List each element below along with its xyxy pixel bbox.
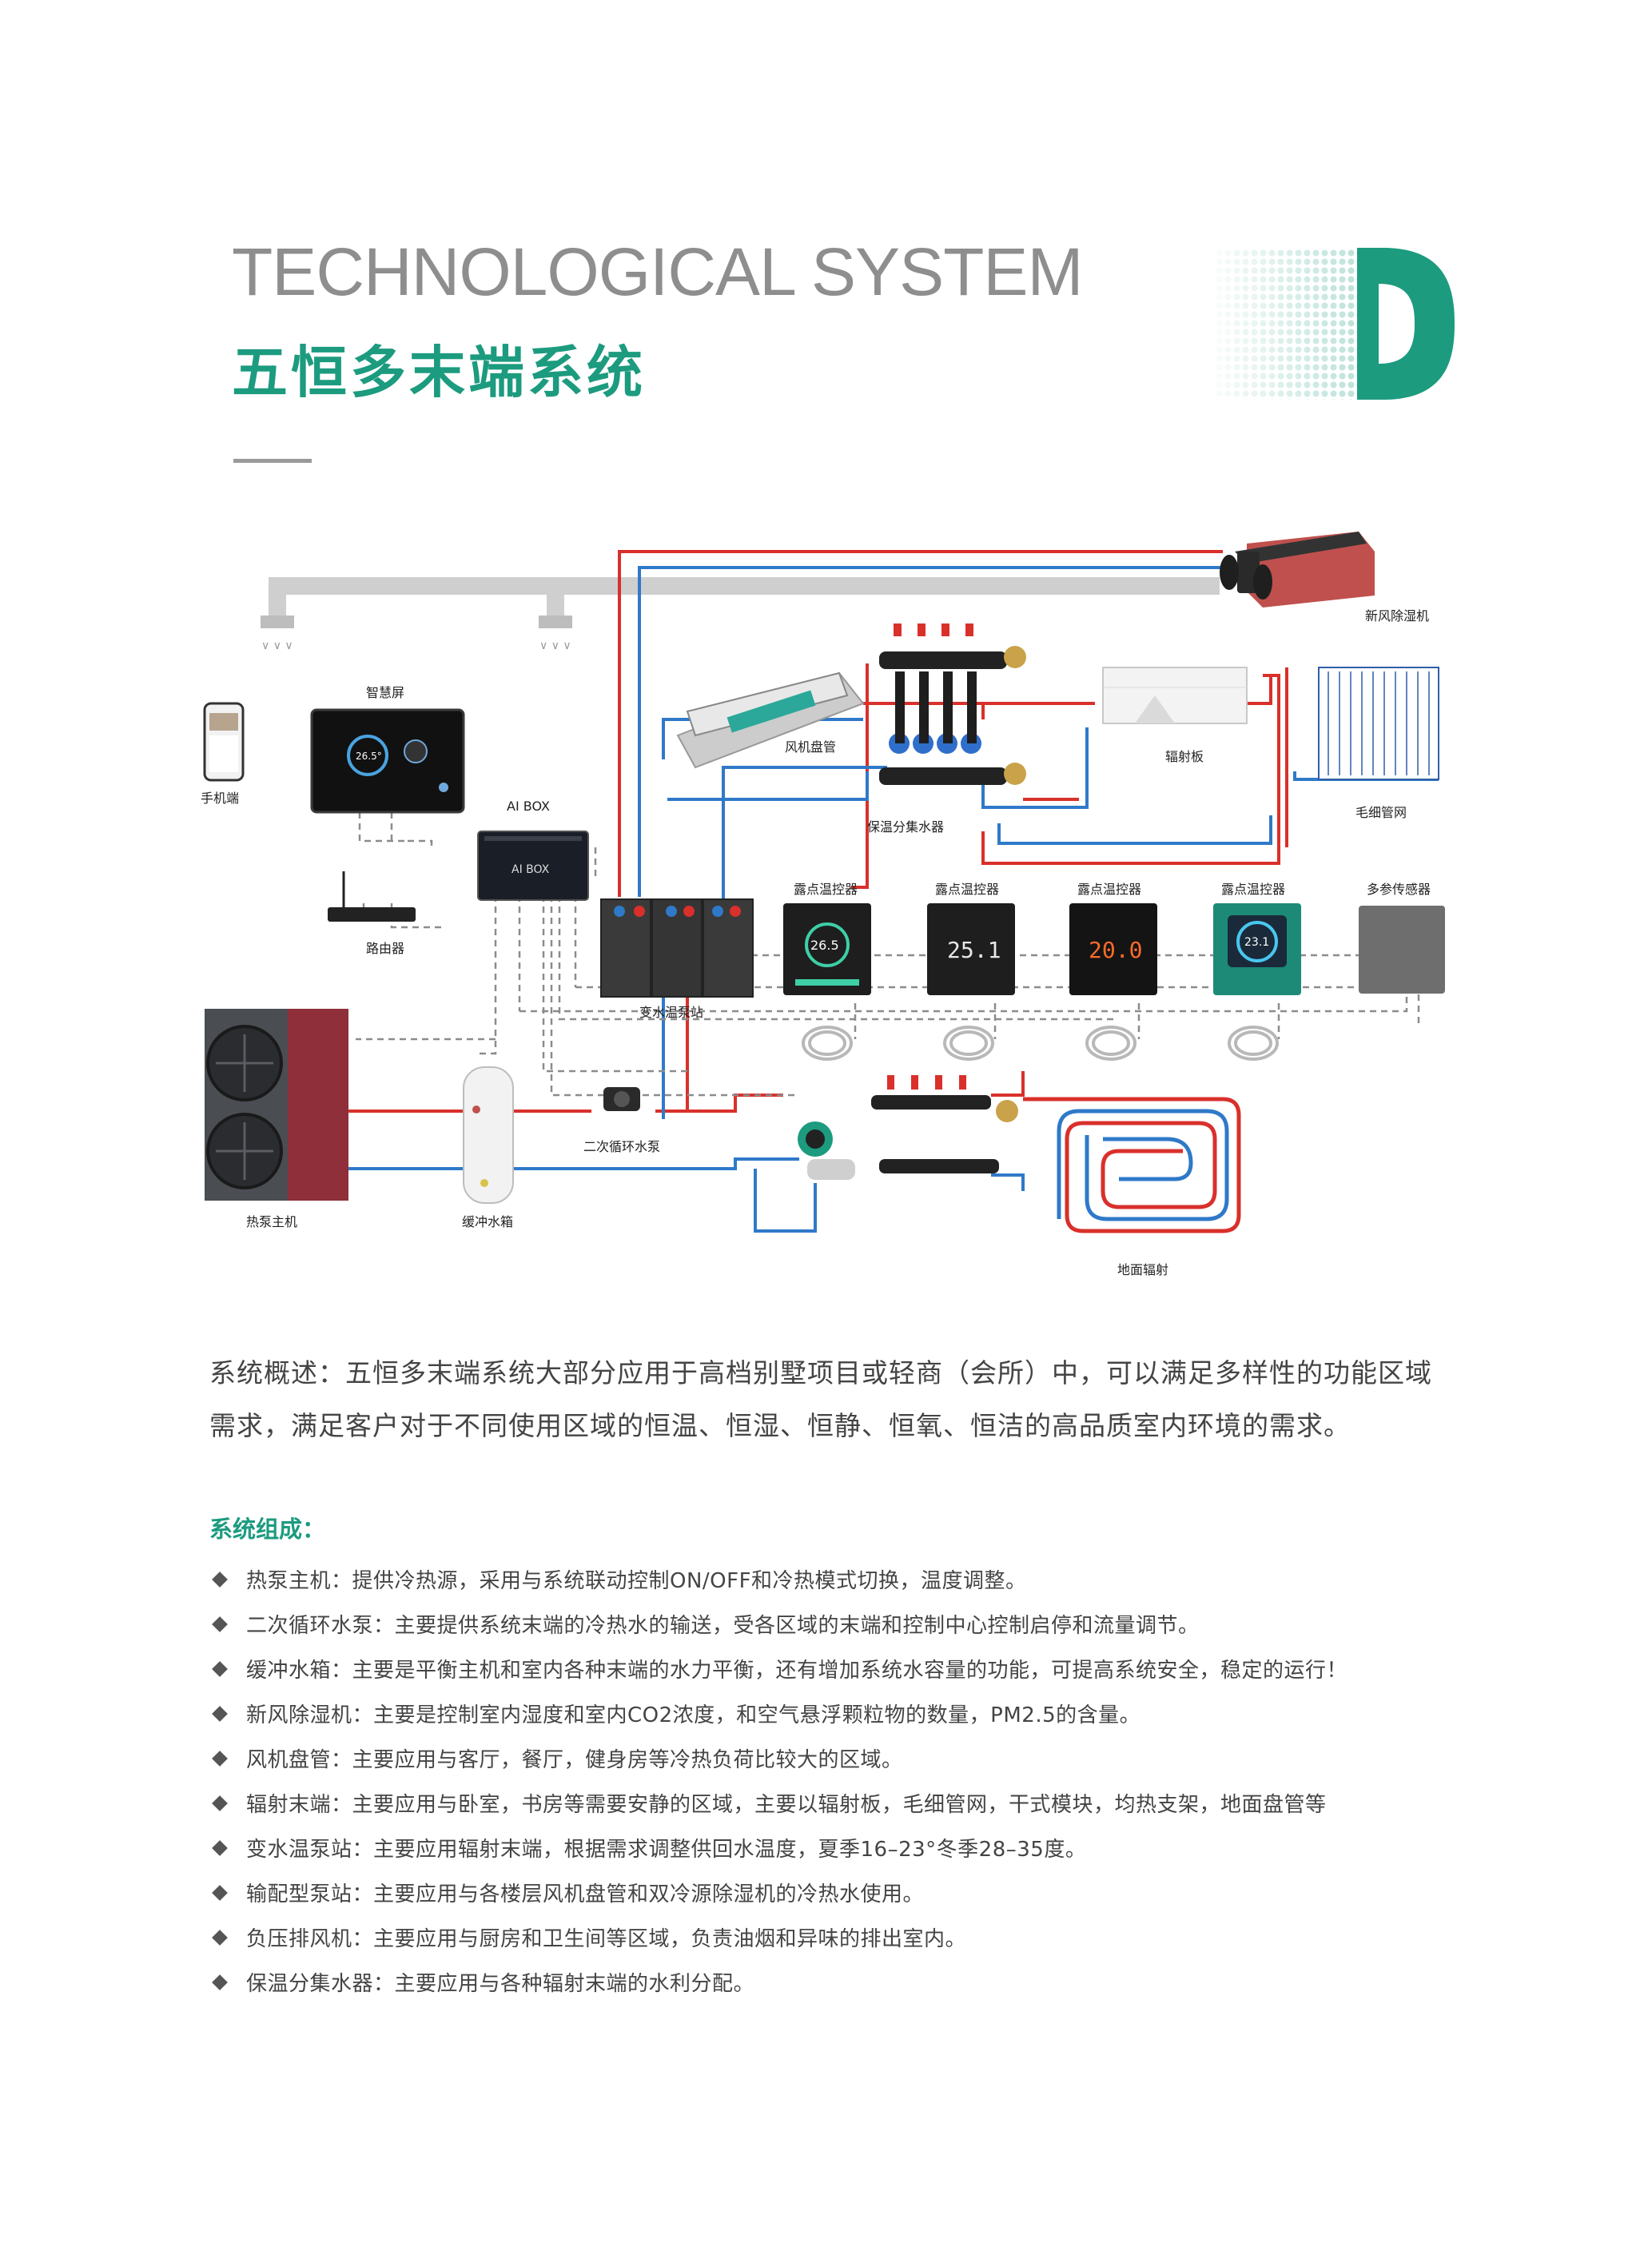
label-fresh-air: 新风除湿机: [1365, 608, 1429, 623]
label-heat-pump: 热泵主机: [246, 1214, 297, 1229]
diamond-bullet-icon: [212, 1795, 228, 1811]
ctrl2-display: 25.1: [947, 937, 1001, 963]
supply-pipes: [348, 550, 1288, 1113]
diamond-bullet-icon: [212, 1840, 228, 1856]
secondary-circulation-pump: 二次循环水泵: [583, 1087, 660, 1154]
list-item: 保温分集水器：主要应用与各种辐射末端的水利分配。: [209, 1962, 1347, 2006]
diamond-bullet-icon: [212, 1885, 228, 1901]
heat-pump-unit: 热泵主机: [205, 1009, 348, 1229]
ctrl3-display: 20.0: [1089, 937, 1142, 963]
insulated-manifold: 保温分集水器: [867, 623, 1026, 835]
list-item: 缓冲水箱：主要是平衡主机和室内各种末端的水力平衡，还有增加系统水容量的功能，可提…: [209, 1648, 1347, 1693]
floor-heating-manifold: 地面辐射: [798, 1075, 1168, 1277]
label-buffer-tank: 缓冲水箱: [462, 1214, 513, 1229]
title-english: TECHNOLOGICAL SYSTEM: [232, 234, 1083, 309]
list-item: 变水温泵站：主要应用辐射末端，根据需求调整供回水温度，夏季16–23°冬季28–…: [209, 1827, 1347, 1872]
label-dew-ctrl-3: 露点温控器: [1077, 882, 1141, 897]
diamond-bullet-icon: [212, 1930, 228, 1946]
svg-text:∨ ∨ ∨: ∨ ∨ ∨: [261, 639, 293, 652]
label-capillary: 毛细管网: [1355, 805, 1407, 820]
floor-heating-coil: [1023, 1097, 1241, 1233]
label-radiant-panel: 辐射板: [1165, 749, 1204, 764]
dew-point-controller-3: 20.0 露点温控器: [1069, 882, 1157, 995]
label-dew-ctrl-2: 露点温控器: [935, 882, 999, 897]
components-list: 热泵主机：提供冷热源，采用与系统联动控制ON/OFF和冷热模式切换，温度调整。 …: [209, 1559, 1347, 2006]
page-title: 五恒多末端系统: [232, 340, 646, 405]
multi-sensor: 多参传感器: [1359, 882, 1445, 994]
fresh-air-dehumidifier: 新风除湿机: [1220, 532, 1429, 623]
list-item: 新风除湿机：主要是控制室内湿度和室内CO2浓度，和空气悬浮颗粒物的数量，PM2.…: [209, 1693, 1347, 1738]
system-overview: 系统概述：五恒多末端系统大部分应用于高档别墅项目或轻商（会所）中，可以满足多样性…: [209, 1357, 1432, 1441]
label-pump-station: 变水温泵站: [639, 1005, 703, 1020]
ai-box: AI BOX AI BOX: [477, 799, 589, 901]
router: 路由器: [328, 871, 416, 956]
diamond-bullet-icon: [212, 1661, 228, 1677]
smart-screen-temp: 26.5°: [356, 751, 382, 762]
fan-coil-unit: 风机盘管: [676, 671, 865, 769]
label-smart-screen: 智慧屏: [366, 685, 404, 700]
svg-text:∨ ∨ ∨: ∨ ∨ ∨: [539, 639, 571, 652]
label-multi-sensor: 多参传感器: [1367, 882, 1431, 897]
ctrl4-display: 23.1: [1244, 936, 1269, 949]
sensor-cables: [802, 1026, 1279, 1061]
label-phone: 手机端: [201, 791, 239, 806]
title-divider: [233, 459, 312, 463]
diamond-bullet-icon: [212, 1706, 228, 1722]
list-item: 风机盘管：主要应用与客厅，餐厅，健身房等冷热负荷比较大的区域。: [209, 1738, 1347, 1783]
label-dew-ctrl-1: 露点温控器: [794, 882, 858, 897]
pump-station: 变水温泵站: [600, 898, 754, 1020]
ctrl1-display: 26.5: [810, 938, 839, 953]
system-diagram: ∨ ∨ ∨ ∨ ∨ ∨: [201, 532, 1445, 1277]
label-ai-box: AI BOX: [507, 799, 550, 814]
list-item: 负压排风机：主要应用与厨房和卫生间等区域，负责油烟和异味的排出室内。: [209, 1917, 1347, 1962]
label-router: 路由器: [366, 941, 404, 956]
label-fan-coil: 风机盘管: [785, 739, 836, 755]
list-item: 热泵主机：提供冷热源，采用与系统联动控制ON/OFF和冷热模式切换，温度调整。: [209, 1559, 1347, 1604]
list-item: 输配型泵站：主要应用与各楼层风机盘管和双冷源除湿机的冷热水使用。: [209, 1872, 1347, 1917]
components-heading: 系统组成：: [209, 1516, 326, 1543]
ai-box-face-text: AI BOX: [512, 863, 550, 876]
diamond-bullet-icon: [212, 1616, 228, 1632]
label-manifold: 保温分集水器: [867, 819, 944, 835]
smart-screen: 26.5° 智慧屏: [310, 685, 465, 814]
buffer-tank: 缓冲水箱: [462, 1066, 514, 1229]
diamond-bullet-icon: [212, 1974, 228, 1990]
phone-app: 手机端: [201, 702, 245, 806]
section-letter-logo: D: [1215, 248, 1455, 400]
dew-point-controller-2: 25.1 露点温控器: [927, 882, 1015, 995]
label-dew-ctrl-4: 露点温控器: [1221, 882, 1285, 897]
dew-point-controller-4: 23.1 露点温控器: [1213, 882, 1301, 995]
diamond-bullet-icon: [212, 1751, 228, 1767]
list-item: 辐射末端：主要应用与卧室，书房等需要安静的区域，主要以辐射板，毛细管网，干式模块…: [209, 1783, 1347, 1827]
air-duct: ∨ ∨ ∨ ∨ ∨ ∨: [261, 577, 1220, 652]
label-floor-heating: 地面辐射: [1117, 1262, 1168, 1277]
radiant-panel: 辐射板: [1102, 667, 1248, 764]
diamond-bullet-icon: [212, 1572, 228, 1588]
capillary-mat: 毛细管网: [1318, 667, 1439, 820]
dew-point-controller-1: 26.5 露点温控器: [783, 882, 871, 995]
label-secondary-pump: 二次循环水泵: [583, 1139, 660, 1154]
list-item: 二次循环水泵：主要提供系统末端的冷热水的输送，受各区域的末端和控制中心控制启停和…: [209, 1604, 1347, 1648]
